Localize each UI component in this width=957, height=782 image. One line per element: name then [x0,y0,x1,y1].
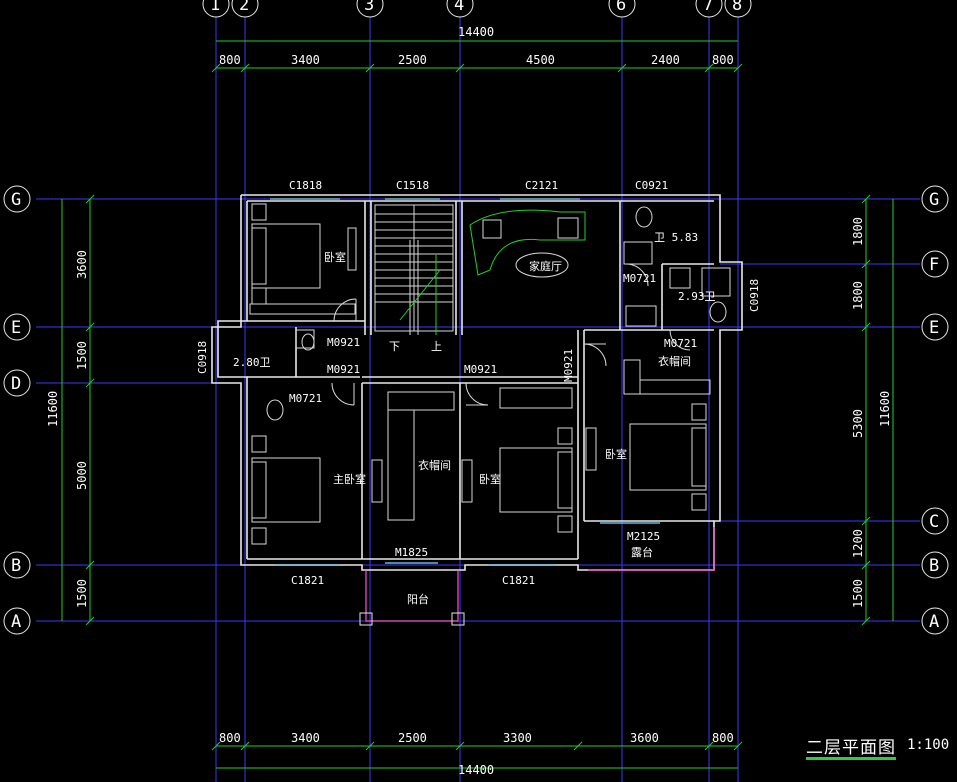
dim-top-seg-3: 2500 [398,53,427,67]
dim-right-seg-1: 1800 [851,217,865,246]
axis-bubbles-right [921,185,949,635]
dim-right-seg-2: 1800 [851,281,865,310]
axis-lines [36,0,920,782]
dim-left-seg-1: 3600 [75,250,89,279]
dim-left-seg-4: 1500 [75,579,89,608]
door-m0921-d: M0921 [562,349,575,382]
axis-bubble-2: 2 [239,0,249,15]
room-bedroom-nw: 卧室 [324,250,346,264]
dim-bottom-seg-5: 3600 [630,731,659,745]
window-c0921: C0921 [635,179,668,192]
title-underline [806,757,896,760]
dim-top-seg-2: 3400 [291,53,320,67]
dim-bottom-seg-2: 3400 [291,731,320,745]
dim-left-seg-3: 5000 [75,461,89,490]
door-m0721-c: M0721 [664,337,697,350]
dim-bottom-seg-6: 800 [712,731,734,745]
axis-bubble-4: 4 [454,0,464,15]
axis-bubble-B-left: B [11,556,21,576]
axis-bubble-E-left: E [11,318,21,338]
axis-bubble-F-right: F [929,255,939,275]
door-m0921-a: M0921 [327,336,360,349]
stair-up-label: 上 [431,340,442,353]
dim-left-group: 3600 1500 5000 1500 11600 [46,250,89,608]
dim-left-total: 11600 [46,391,60,427]
axis-bubble-8: 8 [732,0,742,15]
dim-right-seg-4: 1200 [851,529,865,558]
dim-left-seg-2: 1500 [75,341,89,370]
window-c1818: C1818 [289,179,322,192]
door-m0721-b: M0721 [623,272,656,285]
room-balcony-s: 阳台 [407,592,429,606]
bath-top-right-area: 卫 5.83 [654,231,698,244]
stair-down-label: 下 [389,340,400,353]
balcony-railings [359,527,715,626]
dim-bottom-seg-1: 800 [219,731,241,745]
walls [211,194,743,571]
door-m2125: M2125 [627,530,660,543]
room-balcony-e: 露台 [631,545,653,559]
dim-top-seg-1: 800 [219,53,241,67]
room-closet-e: 衣帽间 [658,354,691,368]
dim-top-seg-4: 4500 [526,53,555,67]
axis-bubble-D-left: D [11,374,21,394]
axis-bubble-G-right: G [929,190,939,210]
dim-bottom-seg-4: 3300 [503,731,532,745]
axis-bubble-3: 3 [364,0,374,15]
dim-top-seg-6: 800 [712,53,734,67]
bath-left-area: 2.80卫 [233,356,271,369]
dim-bottom-total: 14400 [458,763,494,777]
window-c1821-left: C1821 [291,574,324,587]
dimension-lines [61,40,894,769]
axis-bubble-C-right: C [929,512,939,532]
window-c0918-right: C0918 [748,279,761,312]
room-bedroom-e: 卧室 [605,447,627,461]
axis-bubbles-left [3,185,31,635]
staircase [374,204,454,335]
drawing-scale: 1:100 [907,737,950,753]
room-family-hall: 家庭厅 [529,259,562,273]
dim-top-seg-5: 2400 [651,53,680,67]
axis-bubble-G-left: G [11,190,21,210]
door-swings [331,263,691,406]
dim-top-total: 14400 [458,25,494,39]
axis-bubble-6: 6 [616,0,626,15]
door-m0921-c: M0921 [464,363,497,376]
window-c2121: C2121 [525,179,558,192]
door-m0921-b: M0921 [327,363,360,376]
axis-bubble-7: 7 [703,0,713,15]
dim-right-group: 1800 1800 5300 1200 1500 11600 [851,217,892,608]
axis-bubbles-top [202,0,752,18]
door-m0721-a: M0721 [289,392,322,405]
dim-right-seg-3: 5300 [851,409,865,438]
axis-bubble-A-right: A [929,612,939,632]
room-bedroom-mid: 卧室 [479,472,501,486]
window-c1518: C1518 [396,179,429,192]
axis-bubble-E-right: E [929,318,939,338]
room-master: 主卧室 [333,472,366,486]
window-glass [270,198,660,566]
dim-right-seg-5: 1500 [851,579,865,608]
window-c1821-right: C1821 [502,574,535,587]
window-c0918-left: C0918 [196,341,209,374]
room-closet-mid: 衣帽间 [418,458,451,472]
door-m1825: M1825 [395,546,428,559]
axis-bubble-1: 1 [210,0,220,15]
axis-bubble-A-left: A [11,612,21,632]
drawing-title: 二层平面图 [806,738,896,758]
furniture [249,203,731,545]
dim-bottom-seg-3: 2500 [398,731,427,745]
dim-right-total: 11600 [878,391,892,427]
axis-bubble-B-right: B [929,556,939,576]
bath-right-area: 2.93卫 [678,290,716,303]
